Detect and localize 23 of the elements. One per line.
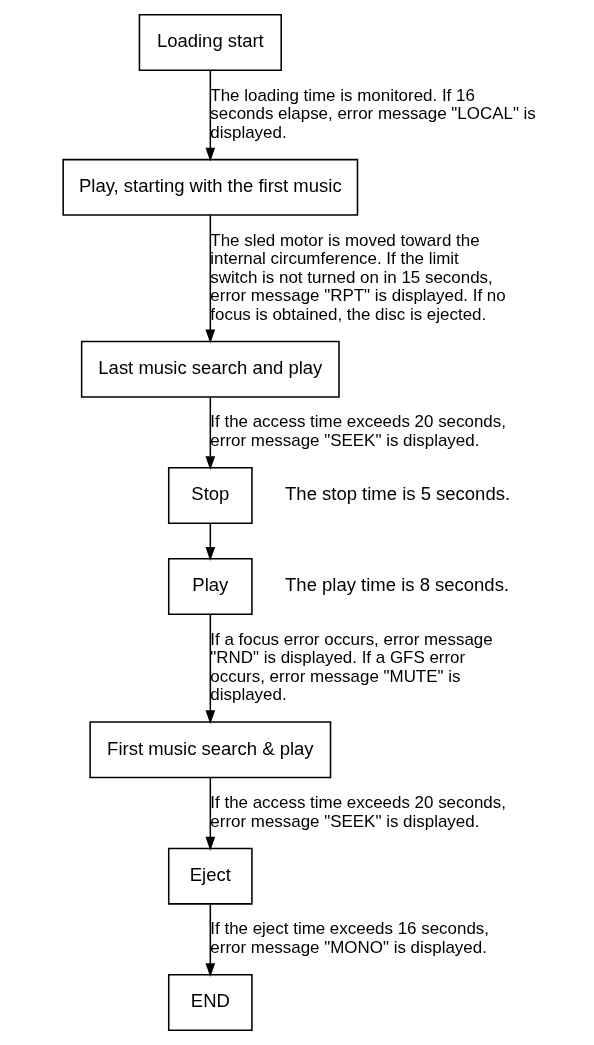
edge-label: If a focus error occurs, error message "RND" is displayed. If a GFS error occurs, error message "MUTE" is displayed. (210, 629, 493, 705)
node-box: Stop (167, 467, 253, 525)
node-label: The stop time is 5 seconds. (285, 483, 511, 505)
node-box: Play, starting with the first music (62, 158, 359, 216)
edge-label: The sled motor is moved toward the internal circumference. If the limit switch is not turned on in 15 seconds, error message "RPT" is displayed. If no focus is obtained, the disc is ejected. (210, 230, 506, 324)
node-box: Loading start (138, 14, 282, 71)
arrow (205, 69, 216, 162)
edge-label: If the eject time exceeds 16 seconds, error message "MONO" is displayed. (210, 919, 490, 957)
arrow (205, 777, 216, 851)
node-label: The play time is 8 seconds. (285, 574, 510, 596)
node-box: Last music search and play (80, 340, 340, 398)
arrow (205, 214, 216, 344)
edge-label: If the access time exceeds 20 seconds, error message "SEEK" is displayed. (210, 412, 506, 450)
arrow (205, 613, 216, 725)
node-box: Play (167, 557, 253, 615)
arrow (205, 522, 216, 561)
node-box: First music search & play (89, 721, 332, 779)
edge-label: The loading time is monitored. If 16 seconds elapse, error message "LOCAL" is displayed. (210, 85, 536, 142)
edge-label: If the access time exceeds 20 seconds, error message "SEEK" is displayed. (210, 793, 506, 831)
arrow (205, 396, 216, 471)
node-box: Eject (167, 847, 253, 905)
arrow (205, 903, 216, 978)
node-box: END (167, 974, 253, 1031)
